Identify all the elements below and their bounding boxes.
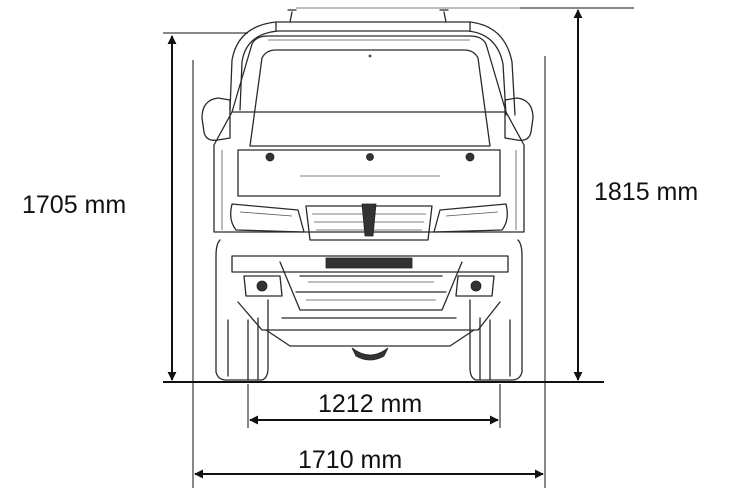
fog-lights (243, 275, 495, 297)
headlights (230, 203, 508, 233)
undercarriage (237, 301, 501, 361)
wheels (215, 239, 523, 381)
front-grille (305, 203, 433, 241)
vehicle-front-view (201, 7, 634, 381)
cab-body (213, 35, 525, 233)
bull-bar (231, 255, 509, 319)
dash-panel (237, 149, 501, 197)
height-right-label: 1815 mm (594, 178, 698, 206)
roof-rack (229, 7, 634, 116)
height-left-label: 1705 mm (22, 191, 126, 219)
track-width-label: 1212 mm (318, 390, 422, 418)
overall-width-label: 1710 mm (298, 446, 402, 474)
windshield (249, 39, 491, 147)
side-mirrors (201, 97, 534, 141)
